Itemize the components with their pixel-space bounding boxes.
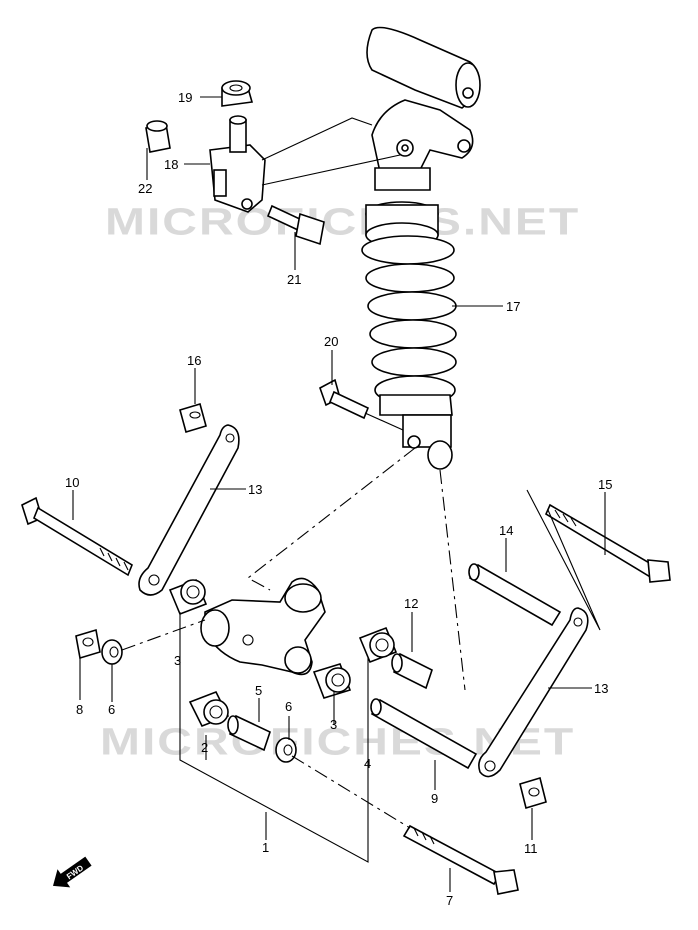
washer-6-right bbox=[275, 737, 297, 763]
nut-8 bbox=[75, 628, 101, 660]
cushion-lever bbox=[200, 577, 326, 676]
shock-absorber-17 bbox=[361, 26, 481, 470]
connector-20-to-shock bbox=[364, 412, 404, 431]
nut-16 bbox=[179, 402, 207, 434]
callout-17: 17 bbox=[506, 299, 520, 314]
dashline-shock-to-lever bbox=[247, 447, 416, 591]
collar-9 bbox=[370, 698, 478, 770]
callout-9: 9 bbox=[431, 791, 438, 806]
callout-14: 14 bbox=[499, 523, 513, 538]
fwd-arrow-icon: FWD bbox=[52, 856, 92, 888]
callout-11: 11 bbox=[524, 841, 538, 856]
callout-15: 15 bbox=[598, 477, 612, 492]
washer-6-left bbox=[101, 639, 123, 665]
callout-13-right: 13 bbox=[594, 681, 608, 696]
bolt-21 bbox=[266, 204, 325, 246]
callout-6-left: 6 bbox=[108, 702, 115, 717]
callout-10: 10 bbox=[65, 475, 79, 490]
callout-21: 21 bbox=[287, 272, 301, 287]
connector-18-to-shock-b bbox=[261, 154, 401, 186]
callout-20: 20 bbox=[324, 334, 338, 349]
callout-18: 18 bbox=[164, 157, 178, 172]
callout-8: 8 bbox=[76, 702, 83, 717]
dashline-6-to-7 bbox=[291, 755, 411, 829]
tie-rod-13-left bbox=[138, 424, 240, 596]
clevis-18 bbox=[209, 115, 266, 213]
collar-12 bbox=[391, 652, 433, 690]
nut-19 bbox=[221, 80, 254, 107]
bearing-3-right bbox=[312, 663, 352, 699]
collar-5 bbox=[227, 714, 271, 752]
callout-13-left: 13 bbox=[248, 482, 262, 497]
collar-14 bbox=[468, 563, 562, 627]
bolt-20 bbox=[319, 378, 370, 420]
bearing-2 bbox=[188, 690, 230, 728]
callout-1: 1 bbox=[262, 840, 269, 855]
connector-18-to-shock-a bbox=[261, 117, 373, 161]
dashline-6-to-lever bbox=[121, 619, 206, 651]
callout-labels: 19 18 22 21 17 20 16 10 13 15 14 12 3 13… bbox=[65, 90, 612, 908]
bearing-4 bbox=[358, 626, 398, 664]
leader-lines bbox=[72, 96, 606, 892]
callout-16: 16 bbox=[187, 353, 201, 368]
callout-2: 2 bbox=[201, 740, 208, 755]
callout-7: 7 bbox=[446, 893, 453, 908]
callout-5: 5 bbox=[255, 683, 262, 698]
callout-3-left: 3 bbox=[174, 653, 181, 668]
tie-rod-13-right bbox=[478, 607, 589, 778]
callout-19: 19 bbox=[178, 90, 192, 105]
connector-15 bbox=[526, 489, 601, 631]
dashline-shock-to-9 bbox=[439, 469, 466, 691]
nut-11 bbox=[519, 776, 547, 810]
callout-6-right: 6 bbox=[285, 699, 292, 714]
watermark-top: MICROFICHES.NET bbox=[105, 201, 580, 243]
bracket-1 bbox=[179, 612, 369, 863]
bolt-15 bbox=[544, 503, 671, 583]
callout-12: 12 bbox=[404, 596, 418, 611]
bolt-7 bbox=[402, 824, 519, 895]
bearing-3-left bbox=[168, 578, 208, 616]
bolt-10 bbox=[21, 496, 133, 577]
callout-22: 22 bbox=[138, 181, 152, 196]
callout-4: 4 bbox=[364, 756, 371, 771]
callout-3-right: 3 bbox=[330, 717, 337, 732]
washer-22 bbox=[145, 120, 171, 153]
